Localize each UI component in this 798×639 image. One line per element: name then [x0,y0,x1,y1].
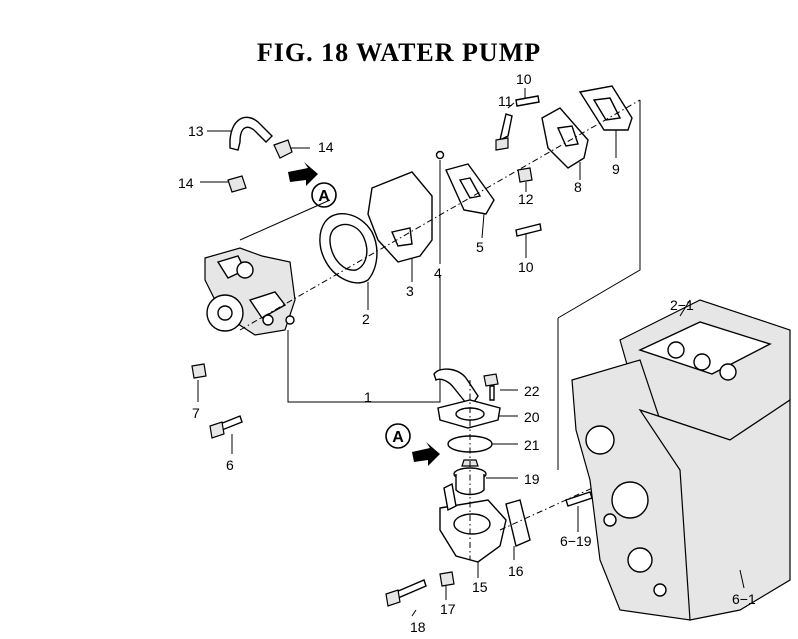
svg-text:A: A [392,429,404,446]
plate-3 [367,171,433,263]
stud-bolt-10-upper [515,95,540,107]
callout-6-1: 6−1 [732,591,756,607]
callout-7: 7 [192,405,200,421]
stud-6-19 [565,491,593,507]
callout-2: 2 [362,311,370,327]
callout-8: 8 [574,179,582,195]
figure-title: FIG. 18 WATER PUMP [256,38,542,67]
gasket-9 [578,85,633,131]
callout-5: 5 [476,239,484,255]
callout-15: 15 [472,579,488,595]
callout-10-upper: 10 [516,71,532,87]
marker-a-lower: A [385,423,411,449]
callout-1: 1 [364,389,372,405]
bracket-8 [541,107,589,169]
bolt-18 [385,579,427,607]
bolt-6 [209,415,243,439]
water-pump-body [204,247,296,336]
callout-6: 6 [226,457,234,473]
nut-7 [191,363,207,379]
clamp-14-lower [227,175,247,193]
callout-12: 12 [518,191,534,207]
callout-20: 20 [524,409,540,425]
cylinder-head-2-1 [619,299,791,441]
callout-22: 22 [524,383,540,399]
gear-case-6-1 [571,359,791,621]
bolt-22 [483,373,499,401]
callout-10-lower: 10 [518,259,534,275]
cover-20 [437,399,501,429]
bolt-17 [439,571,455,587]
view-arrow-lower [412,442,440,466]
bolt-11 [495,113,513,151]
gasket-2 [319,213,378,284]
callout-2-1: 2−1 [670,297,694,313]
callout-6-19: 6−19 [560,533,592,549]
callout-14-upper: 14 [318,139,334,155]
pin-4 [435,150,445,160]
callout-18: 18 [410,619,426,635]
housing-15 [439,482,507,563]
gasket-16 [505,499,531,547]
callout-13: 13 [188,123,204,139]
callout-11: 11 [498,93,513,109]
callout-17: 17 [440,601,456,617]
hose-13 [229,116,273,151]
gasket-5 [445,163,495,215]
clamp-14-upper [273,139,293,159]
stud-bolt-10-lower [515,223,542,237]
callout-14-lower: 14 [178,175,194,191]
view-arrow-upper [288,162,318,186]
marker-a-upper: A [311,182,337,208]
callout-19: 19 [524,471,540,487]
callout-3: 3 [406,283,414,299]
callout-9: 9 [612,161,620,177]
nut-12 [517,167,533,183]
callout-21: 21 [524,437,540,453]
callout-16: 16 [508,563,524,579]
callout-4: 4 [434,265,442,281]
